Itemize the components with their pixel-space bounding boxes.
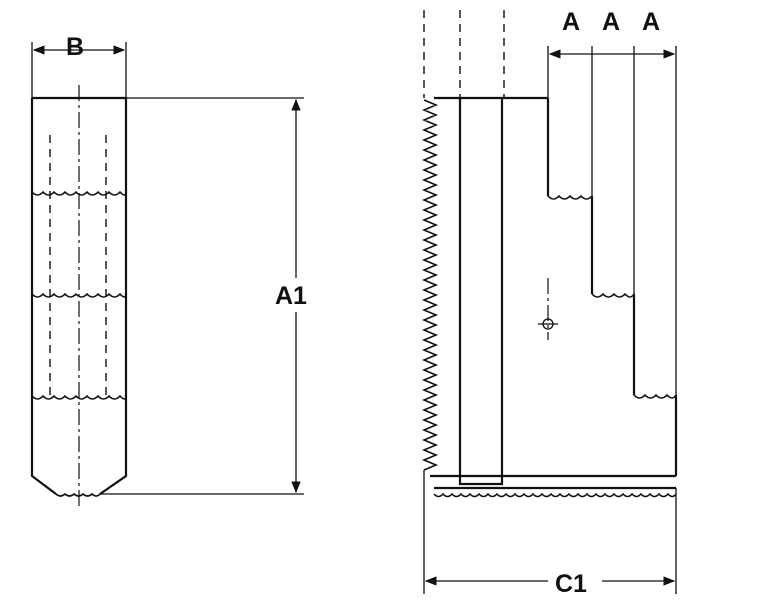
side-view-step-teeth-1 [547, 194, 593, 200]
end-view-section-2 [31, 292, 127, 298]
end-view-section-1 [31, 190, 127, 196]
side-view-step-teeth-3 [633, 393, 677, 399]
side-view-step-profile [546, 98, 678, 476]
dim-a-label-3: A [642, 8, 660, 36]
end-view-bottom-teeth [55, 492, 101, 497]
dim-a1-label: A1 [275, 282, 307, 310]
dim-a-label-1: A [562, 8, 580, 36]
dim-b-label: B [66, 33, 84, 61]
side-view-base-teeth [433, 492, 677, 498]
side-view-serrated-face [421, 99, 439, 471]
side-view-step-teeth-2 [591, 292, 635, 298]
end-view: B A1 [30, 33, 307, 510]
side-view: A A A C1 [421, 8, 678, 598]
end-view-section-3 [31, 394, 127, 400]
mounting-hole-mark [538, 278, 558, 340]
dim-c1-label: C1 [555, 570, 587, 598]
dim-a-label-2: A [602, 8, 620, 36]
side-view-slot [458, 98, 504, 486]
